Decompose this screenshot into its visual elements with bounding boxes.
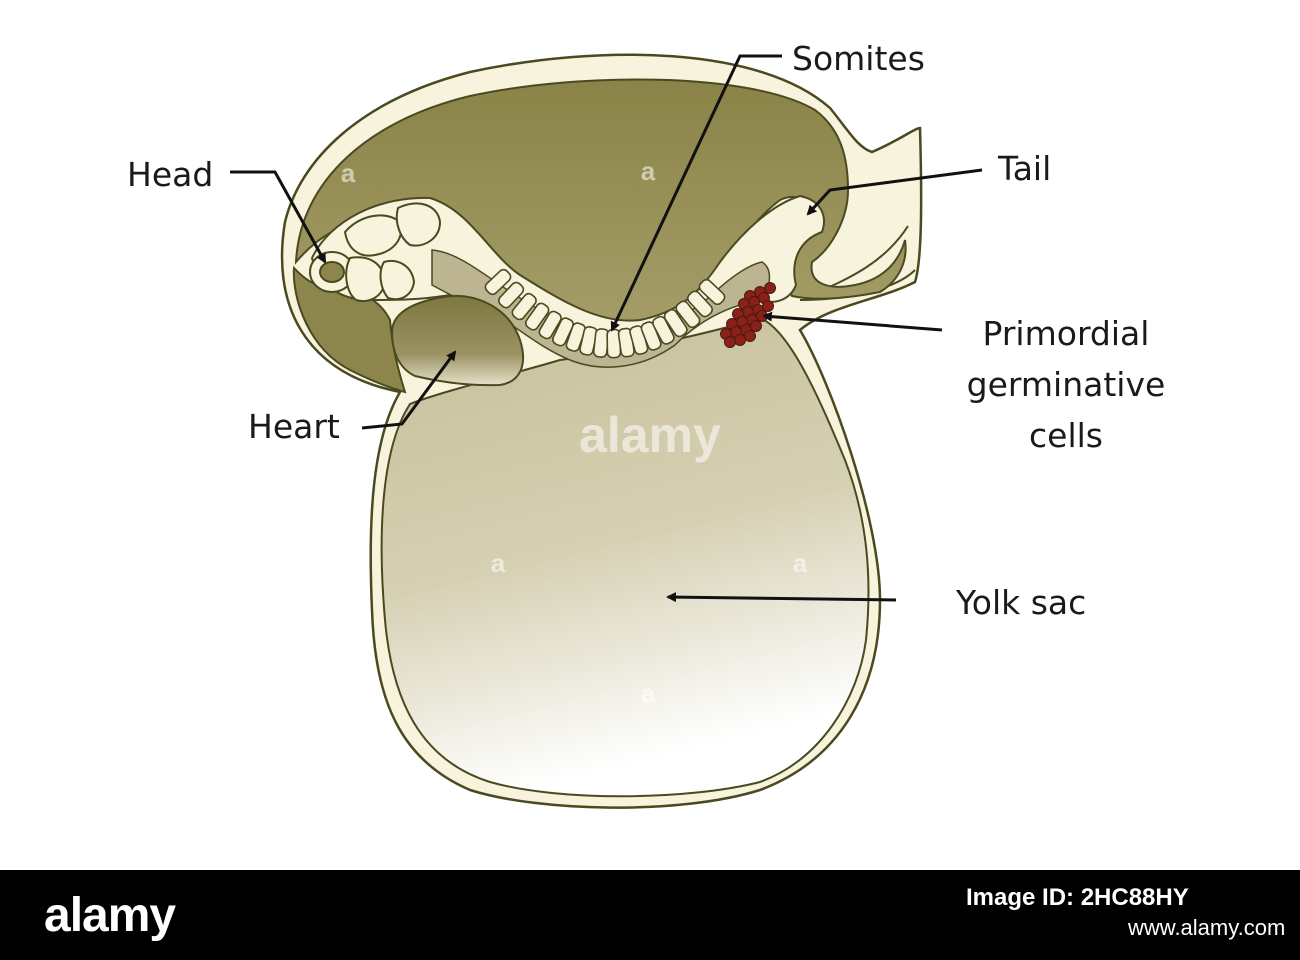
watermark-small: a [491,548,506,578]
somite-segment [538,310,562,340]
germ-cell [724,336,736,348]
footer-url: www.alamy.com [1128,915,1286,940]
heart-leader-line [361,350,457,430]
watermark-center: alamy [579,407,721,463]
primordial-label-line2: germinative [967,365,1166,404]
head-leader-line [230,170,327,264]
primordial-label-line1: Primordial [983,314,1150,353]
head-structure [309,202,442,302]
somite-segment [498,281,525,309]
somite-segment [663,308,688,338]
heart [390,294,525,387]
somite-segment [484,268,512,296]
somite-segment [511,292,537,321]
stock-footer-bar: alamy Image ID: 2HC88HY www.alamy.com [0,870,1300,960]
somites-leader-line [610,54,782,332]
primordial-germ-cell-cluster [720,282,776,348]
germ-cell [750,320,762,332]
tail-label: Tail [997,149,1051,188]
yolk-sac-leader-line [666,592,897,603]
somites [484,268,726,359]
footer-logo: alamy [44,889,176,942]
germ-cell [744,330,756,342]
watermark-small: a [641,678,656,708]
somite-segment [551,317,575,347]
yolk-sac-label: Yolk sac [955,583,1086,622]
heart-label: Heart [248,407,340,446]
head-label: Head [127,155,213,194]
tail-leader-line [806,168,983,216]
germ-cell [734,334,746,346]
watermark-small: a [641,156,656,186]
somite-segment [698,278,726,306]
somite-segment [652,315,675,345]
watermark-small: a [793,548,808,578]
germ-cell [764,282,776,294]
watermark-small: a [341,158,356,188]
somite-segment [524,302,550,331]
germ-cell [762,300,774,312]
somites-label: Somites [792,39,925,78]
embryo-diagram: alamy a a a a a Head Heart Somites Tail … [127,39,1166,809]
germ-cells-leader-line [762,311,943,332]
primordial-label-line3: cells [1029,416,1103,455]
somite-segment [686,290,714,318]
somite-segment [675,300,701,329]
footer-image-id: Image ID: 2HC88HY [966,884,1189,911]
